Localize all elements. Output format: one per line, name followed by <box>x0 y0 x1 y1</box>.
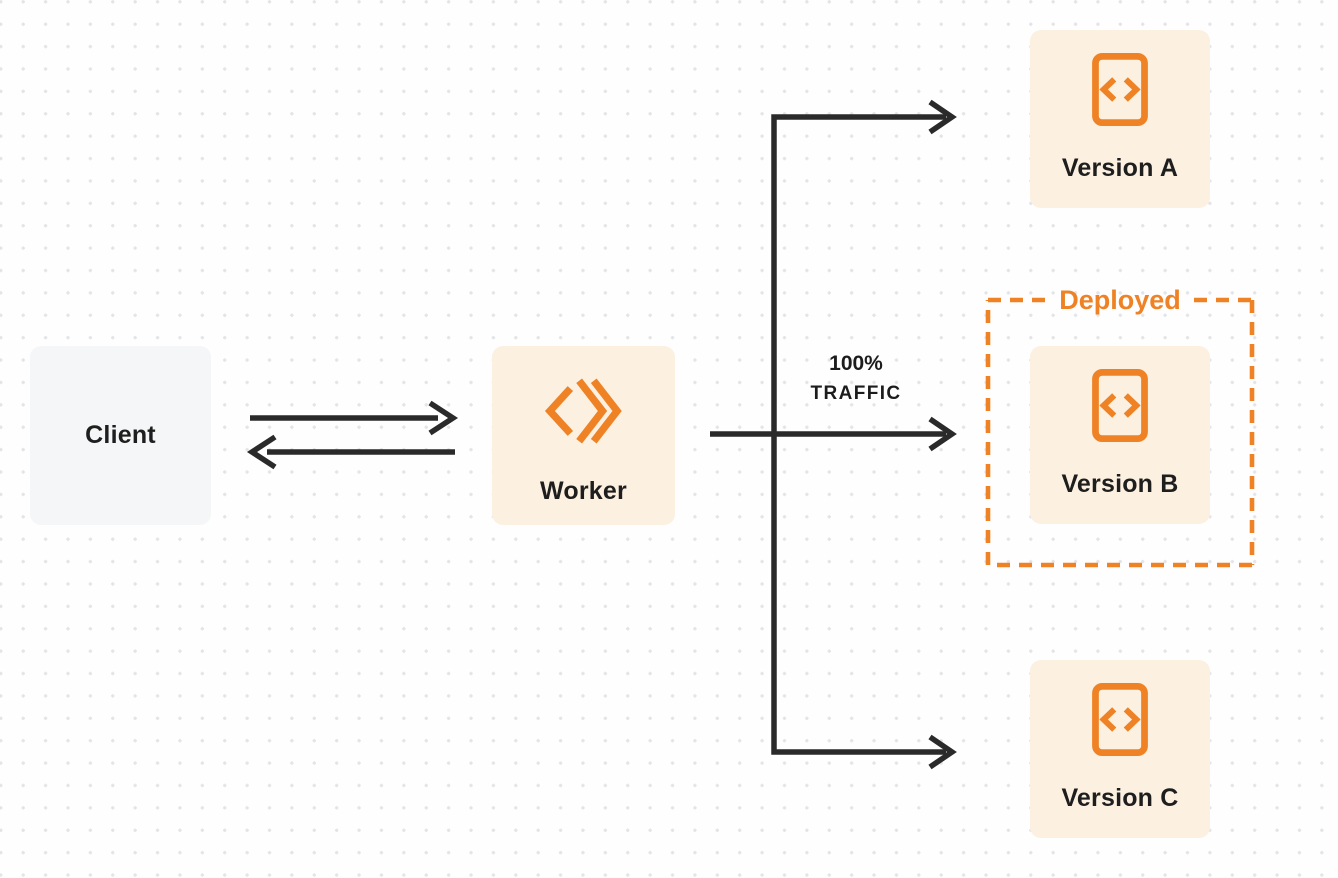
version-a-node: Version A <box>1030 30 1210 208</box>
traffic-word-label: TRAFFIC <box>810 383 902 404</box>
deployed-boundary-dashed-border <box>985 297 1255 568</box>
workers-logo-icon <box>544 378 622 444</box>
traffic-percent-label: 100% <box>829 352 883 375</box>
client-to-worker-arrowhead-icon <box>428 400 459 436</box>
code-file-icon <box>1092 52 1148 127</box>
traffic-label: 100% TRAFFIC <box>790 352 922 405</box>
version-b-node: Version B <box>1030 346 1210 524</box>
version-a-label: Version A <box>1061 154 1179 182</box>
client-node: Client <box>30 346 211 525</box>
version-a-arrowhead-icon <box>928 99 957 135</box>
code-file-icon <box>1092 368 1148 443</box>
version-b-arrowhead-icon <box>928 416 957 452</box>
version-c-node: Version C <box>1030 660 1210 838</box>
version-b-label: Version B <box>1061 470 1179 498</box>
client-label: Client <box>85 421 156 449</box>
version-c-arrowhead-icon <box>928 734 957 770</box>
code-file-icon <box>1092 682 1148 757</box>
version-c-label: Version C <box>1061 784 1179 812</box>
worker-label: Worker <box>540 477 627 505</box>
worker-to-client-arrowhead-icon <box>246 434 277 470</box>
worker-node: Worker <box>492 346 675 525</box>
deployed-badge: Deployed <box>1059 285 1181 315</box>
